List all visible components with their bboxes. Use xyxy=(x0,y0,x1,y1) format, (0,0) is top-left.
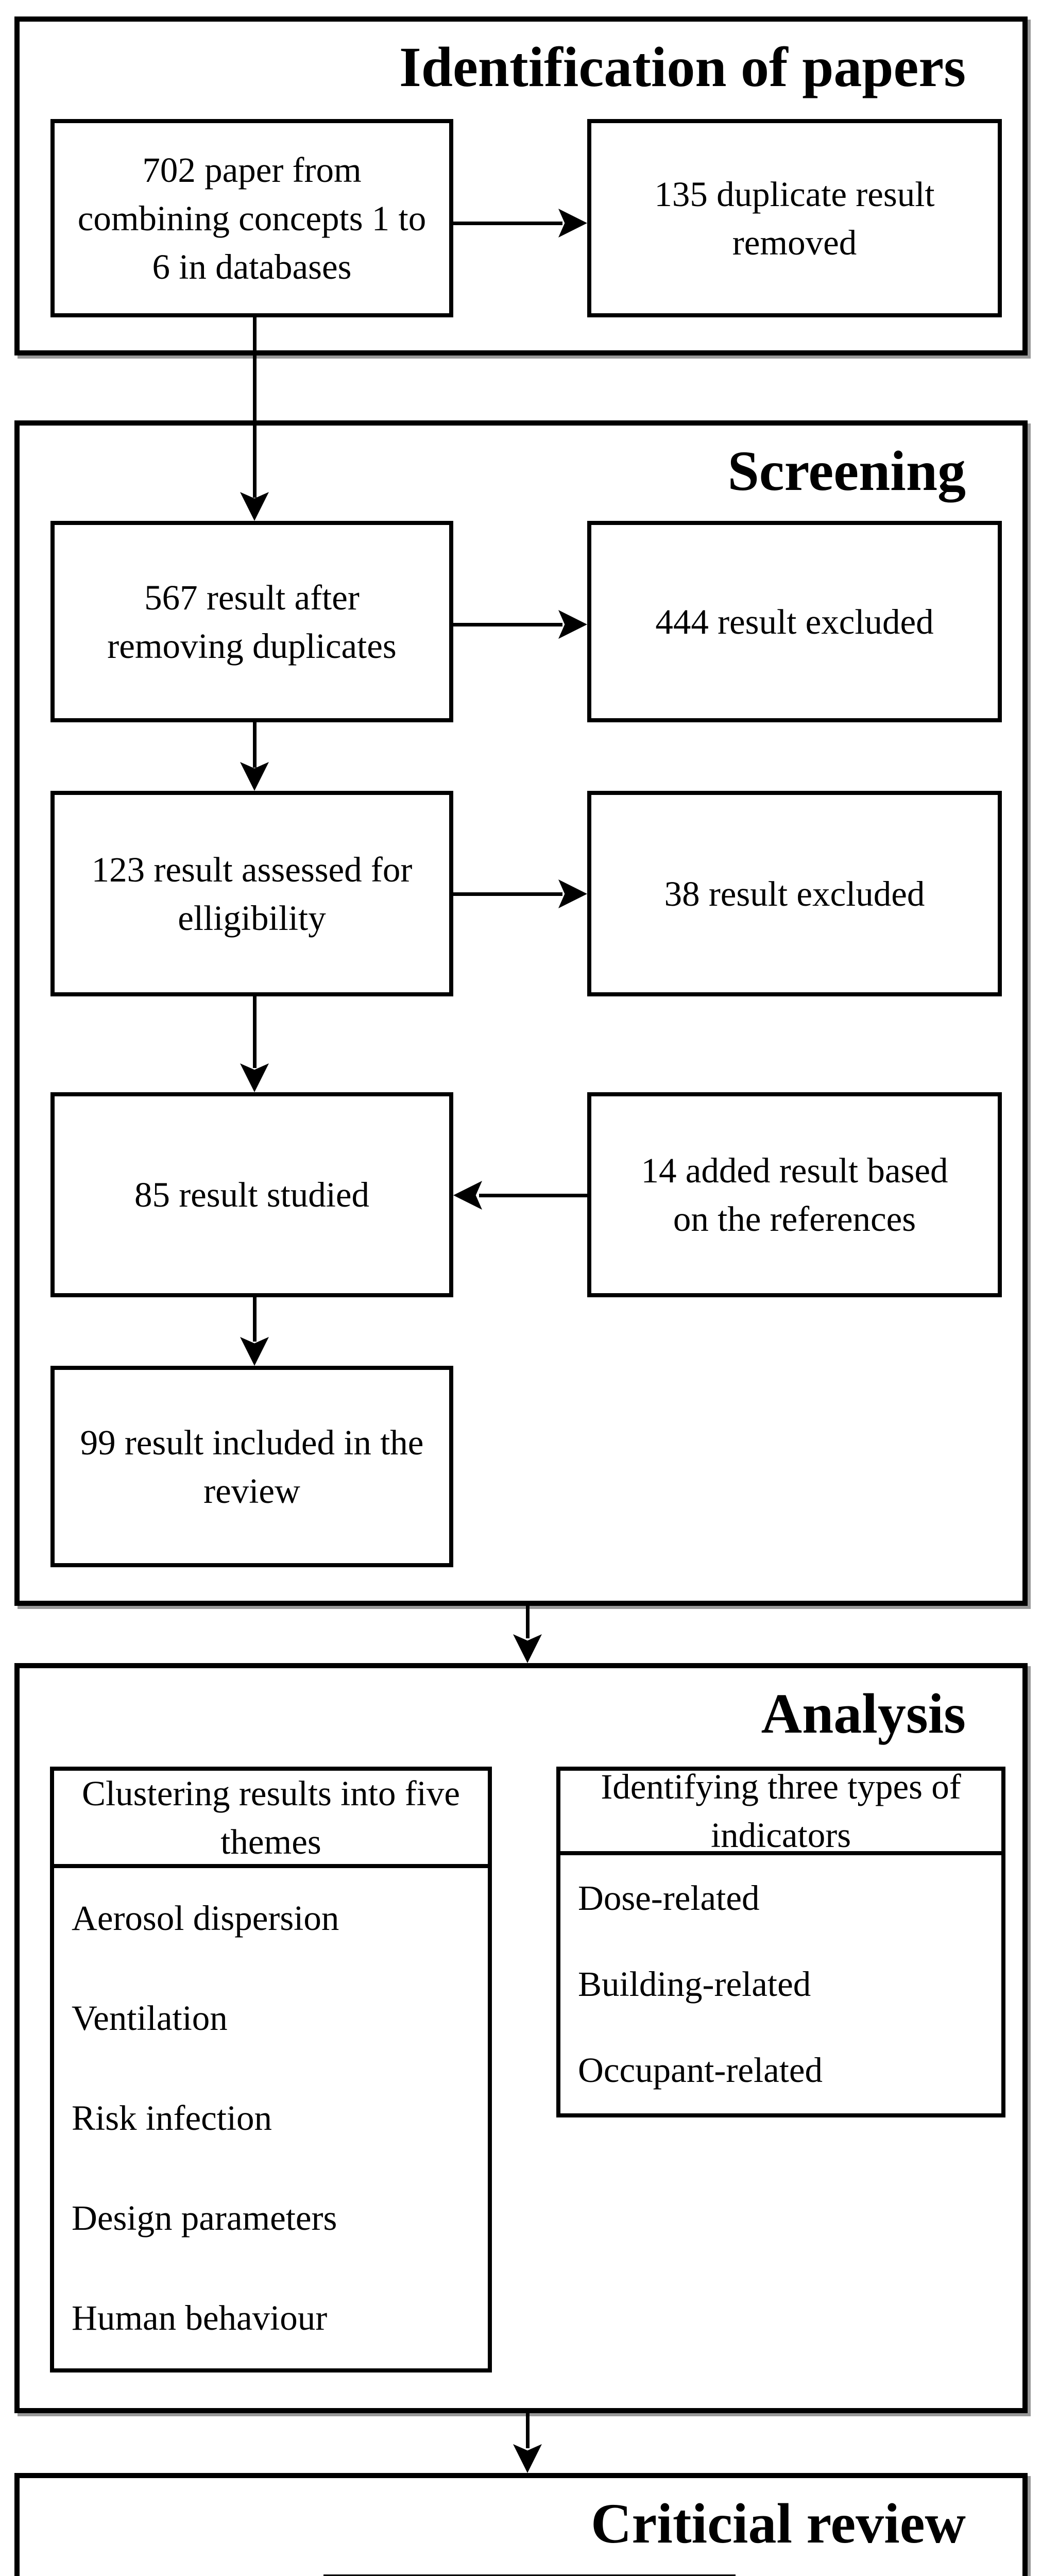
theme-item-ventilation: Ventilation xyxy=(72,1998,228,2038)
flow-box-444-excluded-text: 444 result excluded xyxy=(655,602,934,641)
flow-box-702-papers: 702 paper from combining concepts 1 to 6… xyxy=(50,119,453,317)
indicators-panel: Identifying three types of indicators Do… xyxy=(556,1767,1005,2117)
section-identification: Identification of papers 702 paper from … xyxy=(14,16,1028,355)
flow-box-99-included: 99 result included in the review xyxy=(50,1366,453,1567)
arrow-analysis-to-critical-head-icon xyxy=(513,2444,542,2473)
indicators-panel-header: Identifying three types of indicators xyxy=(560,1767,1001,1855)
arrow-567-to-444-line xyxy=(453,623,562,626)
theme-item-risk-infection: Risk infection xyxy=(72,2098,272,2138)
flow-box-85-studied-text: 85 result studied xyxy=(134,1175,370,1214)
arrow-567-to-123-line xyxy=(253,722,257,768)
flow-box-identifying-gaps: Identifying gaps related to indicators a… xyxy=(323,2574,736,2576)
flow-box-702-papers-text: 702 paper from combining concepts 1 to 6… xyxy=(77,150,426,286)
section-critical-review-title: Criticial review xyxy=(591,2492,966,2555)
flow-box-444-excluded: 444 result excluded xyxy=(587,521,1002,722)
section-analysis-title: Analysis xyxy=(761,1682,966,1745)
flow-box-123-assessed: 123 result assessed for elligibility xyxy=(50,791,453,996)
flow-box-135-duplicates-removed: 135 duplicate result removed xyxy=(587,119,1002,317)
arrow-702-to-567-line xyxy=(253,317,257,498)
section-screening-title: Screening xyxy=(727,439,966,502)
flow-box-14-added-references: 14 added result based on the references xyxy=(587,1092,1002,1297)
indicator-item-occupant-related: Occupant-related xyxy=(578,2050,823,2090)
flow-box-99-included-text: 99 result included in the review xyxy=(80,1422,424,1511)
flow-box-567-results-text: 567 result after removing duplicates xyxy=(107,578,397,666)
section-screening: Screening 567 result after removing dupl… xyxy=(14,420,1028,1606)
indicator-item-dose-related: Dose-related xyxy=(578,1878,760,1918)
flow-box-135-duplicates-removed-text: 135 duplicate result removed xyxy=(654,174,935,262)
theme-item-aerosol-dispersion: Aerosol dispersion xyxy=(72,1898,339,1938)
flow-box-38-excluded-text: 38 result excluded xyxy=(664,874,925,913)
arrow-analysis-to-critical-line xyxy=(526,2413,530,2448)
section-critical-review: Criticial review Identifying gaps relate… xyxy=(14,2473,1028,2576)
section-identification-title: Identification of papers xyxy=(399,36,966,98)
flow-box-567-results: 567 result after removing duplicates xyxy=(50,521,453,722)
section-analysis: Analysis Clustering results into five th… xyxy=(14,1663,1028,2413)
arrow-702-to-135-line xyxy=(453,222,562,225)
indicator-item-building-related: Building-related xyxy=(578,1964,811,2004)
arrow-14-to-85-line xyxy=(479,1194,587,1197)
arrow-screening-to-analysis-head-icon xyxy=(513,1634,542,1663)
flow-box-123-assessed-text: 123 result assessed for elligibility xyxy=(91,850,413,938)
arrow-123-to-38-line xyxy=(453,892,562,896)
themes-panel: Clustering results into five themes Aero… xyxy=(50,1767,492,2372)
flow-box-38-excluded: 38 result excluded xyxy=(587,791,1002,996)
theme-item-human-behaviour: Human behaviour xyxy=(72,2298,328,2337)
themes-panel-header: Clustering results into five themes xyxy=(54,1771,488,1868)
arrow-screening-to-analysis-line xyxy=(526,1603,530,1638)
arrow-85-to-99-line xyxy=(253,1297,257,1342)
theme-item-design-parameters: Design parameters xyxy=(72,2198,337,2238)
flow-box-14-added-references-text: 14 added result based on the references xyxy=(641,1151,948,1239)
flow-box-85-studied: 85 result studied xyxy=(50,1092,453,1297)
arrow-123-to-85-line xyxy=(253,996,257,1068)
